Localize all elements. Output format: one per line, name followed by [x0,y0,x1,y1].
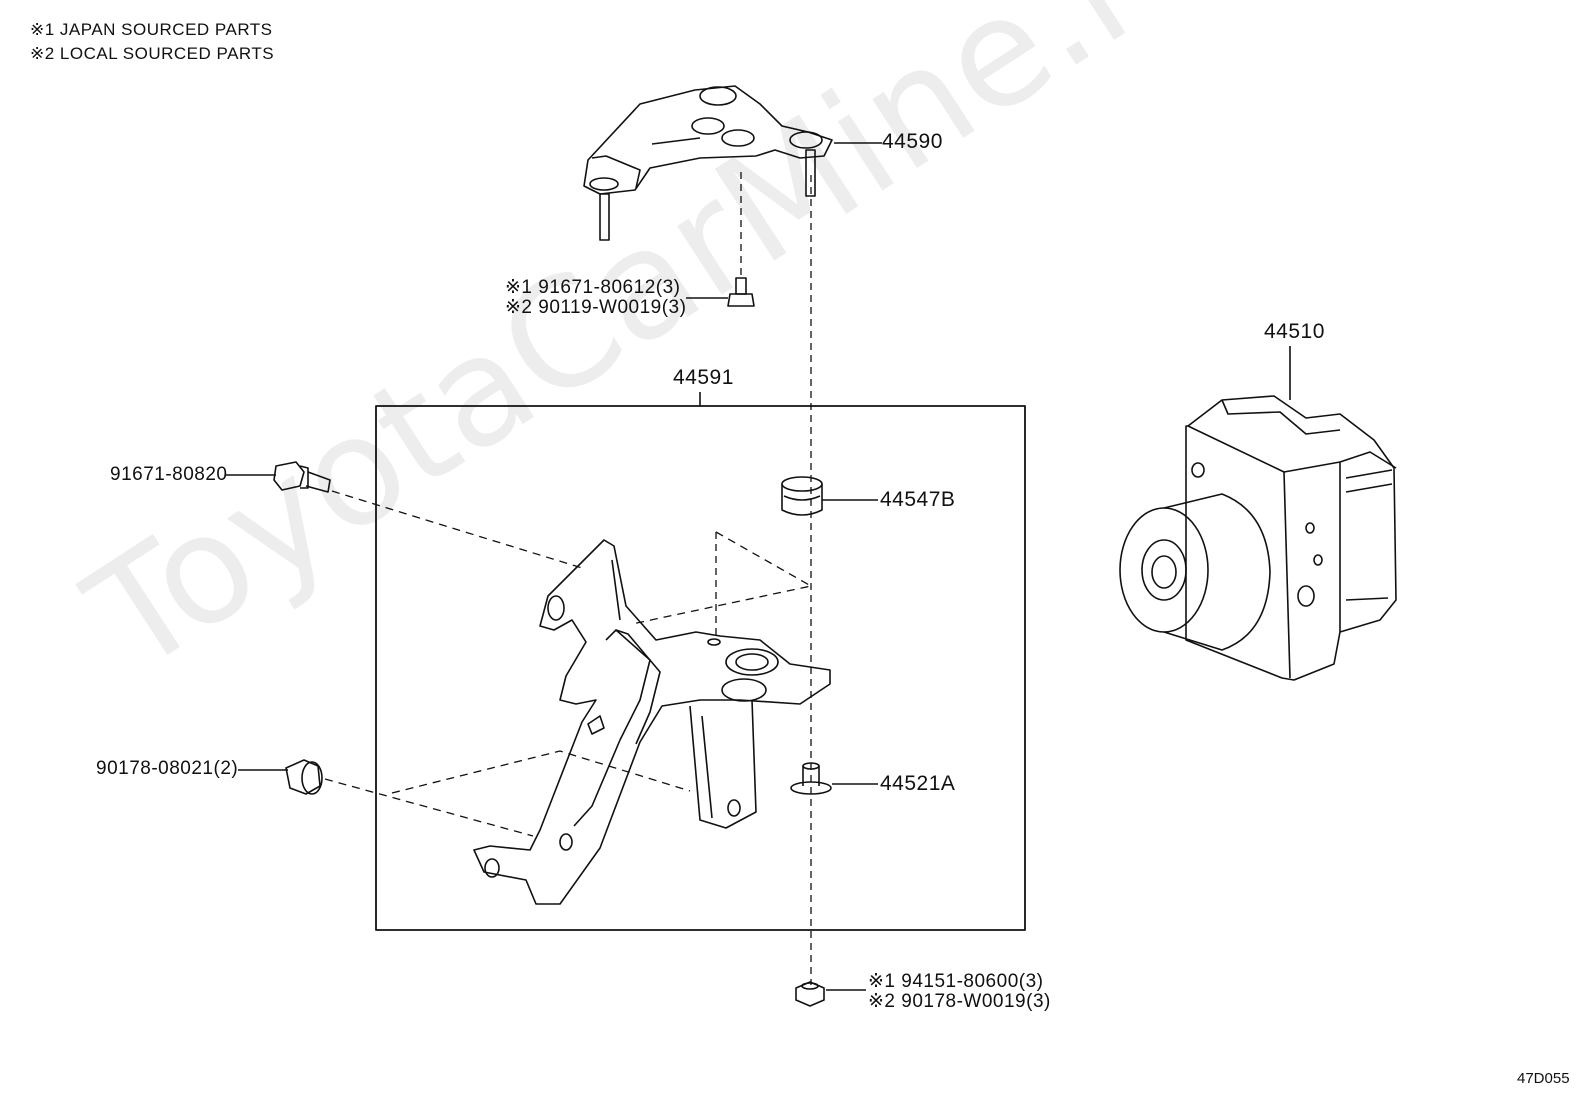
projection-nut-left [324,778,534,837]
legend-note-1: ※1 JAPAN SOURCED PARTS [30,20,273,39]
label-top-bolt-japan: ※1 91671-80612(3) [505,277,681,298]
diagram-id: 47D055 [1517,1070,1570,1087]
bolt-left [273,461,331,493]
nut-bottom [795,981,825,1007]
projection-lines [631,531,812,625]
bolt-top [727,277,755,307]
label-nut-left: 90178-08021(2) [96,758,239,779]
collar-44521A [790,762,832,795]
label-bolt-left: 91671-80820 [110,464,228,485]
lower-bracket-44591 [473,539,831,905]
label-44547B: 44547B [880,488,956,511]
projection-nut-left-2 [391,750,691,794]
label-bottom-nut-japan: ※1 94151-80600(3) [868,971,1044,992]
grommet-44547B [781,476,823,516]
label-top-bolt-local: ※2 90119-W0019(3) [505,297,687,318]
label-44510: 44510 [1264,320,1325,343]
label-44591: 44591 [673,366,734,389]
label-44590: 44590 [882,130,943,153]
label-44521A: 44521A [880,772,956,795]
projection-bolt-left [331,490,583,569]
legend-note-2: ※2 LOCAL SOURCED PARTS [30,44,275,63]
upper-bracket-44590 [583,85,833,241]
abs-actuator-44510 [1119,395,1397,681]
label-bottom-nut-local: ※2 90178-W0019(3) [868,991,1051,1012]
assembly-frame [375,405,1026,931]
nut-left [285,759,323,795]
